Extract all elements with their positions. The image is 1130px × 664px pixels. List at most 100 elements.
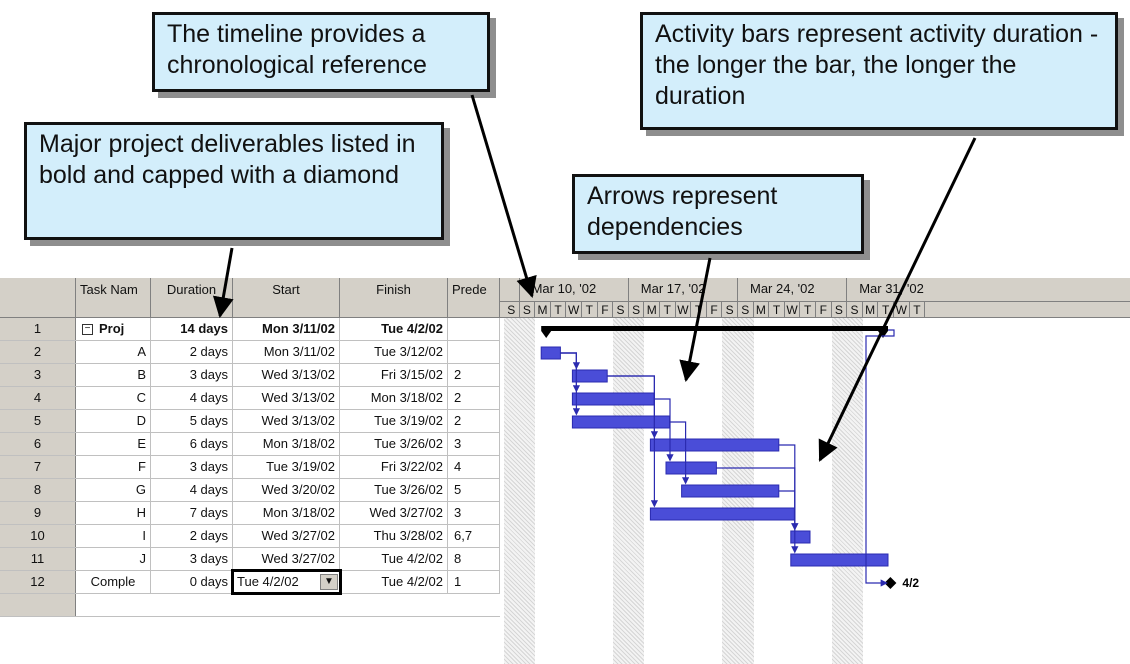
task-bar[interactable]	[540, 346, 561, 360]
task-name-cell[interactable]: C	[76, 387, 151, 409]
finish-cell[interactable]: Thu 3/28/02	[340, 525, 448, 547]
finish-cell[interactable]: Tue 3/12/02	[340, 341, 448, 363]
predecessors-cell[interactable]	[448, 341, 500, 363]
summary-bar[interactable]	[541, 326, 888, 338]
task-bar[interactable]	[571, 415, 671, 429]
task-name-cell[interactable]: G	[76, 479, 151, 501]
finish-cell[interactable]: Fri 3/22/02	[340, 456, 448, 478]
start-cell[interactable]: Wed 3/27/02	[233, 548, 340, 570]
start-cell[interactable]: Wed 3/27/02	[233, 525, 340, 547]
header-finish[interactable]: Finish	[340, 278, 448, 318]
predecessors-cell[interactable]: 6,7	[448, 525, 500, 547]
task-bar[interactable]	[649, 507, 795, 521]
task-bar[interactable]	[790, 553, 889, 567]
chevron-down-icon[interactable]: ▼	[320, 574, 338, 590]
start-cell[interactable]: Wed 3/13/02	[233, 410, 340, 432]
duration-cell[interactable]: 7 days	[151, 502, 233, 524]
duration-cell[interactable]: 6 days	[151, 433, 233, 455]
task-bar[interactable]	[665, 461, 717, 475]
duration-cell[interactable]: 5 days	[151, 410, 233, 432]
row-number: 12	[0, 571, 76, 593]
task-name-cell[interactable]: J	[76, 548, 151, 570]
task-name-cell[interactable]: H	[76, 502, 151, 524]
start-cell[interactable]: Wed 3/13/02	[233, 364, 340, 386]
finish-cell[interactable]: Tue 4/2/02	[340, 318, 448, 340]
header-start[interactable]: Start	[233, 278, 340, 318]
task-bar[interactable]	[571, 392, 655, 406]
finish-cell[interactable]: Tue 4/2/02	[340, 571, 448, 593]
start-date-editor[interactable]: Tue 4/2/02 ▼	[231, 569, 342, 595]
duration-cell[interactable]: 14 days	[151, 318, 233, 340]
finish-cell[interactable]: Tue 4/2/02	[340, 548, 448, 570]
start-cell[interactable]: Wed 3/13/02	[233, 387, 340, 409]
duration-cell[interactable]: 3 days	[151, 548, 233, 570]
task-name-cell[interactable]: −Proj	[76, 318, 151, 340]
task-name-cell[interactable]: B	[76, 364, 151, 386]
duration-cell[interactable]: 0 days	[151, 571, 233, 593]
predecessors-cell[interactable]	[448, 318, 500, 340]
start-cell[interactable]: Mon 3/18/02	[233, 502, 340, 524]
finish-cell[interactable]: Wed 3/27/02	[340, 502, 448, 524]
task-bar[interactable]	[681, 484, 780, 498]
header-predecessors[interactable]: Prede	[448, 278, 500, 318]
finish-cell[interactable]: Tue 3/19/02	[340, 410, 448, 432]
predecessors-cell[interactable]: 2	[448, 364, 500, 386]
task-name-cell[interactable]: E	[76, 433, 151, 455]
row-number: 7	[0, 456, 76, 478]
start-date-value[interactable]: Tue 4/2/02	[237, 574, 299, 589]
predecessors-cell[interactable]: 4	[448, 456, 500, 478]
duration-cell[interactable]: 4 days	[151, 479, 233, 501]
header-duration[interactable]: Duration	[151, 278, 233, 318]
task-bar[interactable]	[571, 369, 608, 383]
predecessors-cell[interactable]: 1	[448, 571, 500, 593]
finish-cell[interactable]: Fri 3/15/02	[340, 364, 448, 386]
row-number: 2	[0, 341, 76, 363]
predecessors-cell[interactable]: 8	[448, 548, 500, 570]
day-label: W	[566, 302, 582, 318]
predecessors-cell[interactable]: 2	[448, 387, 500, 409]
header-task-name[interactable]: Task Nam	[76, 278, 151, 318]
minus-box-icon[interactable]: −	[82, 324, 93, 336]
header-rownum[interactable]	[0, 278, 76, 318]
finish-cell[interactable]: Mon 3/18/02	[340, 387, 448, 409]
predecessors-cell[interactable]: 3	[448, 433, 500, 455]
task-name-cell[interactable]: D	[76, 410, 151, 432]
start-cell[interactable]: Tue 3/19/02	[233, 456, 340, 478]
start-cell[interactable]: Tue 4/2/02 ▼	[231, 569, 342, 595]
task-name-cell[interactable]: A	[76, 341, 151, 363]
task-name-cell[interactable]: I	[76, 525, 151, 547]
row-number: 1	[0, 318, 76, 340]
predecessors-cell[interactable]: 2	[448, 410, 500, 432]
task-name-cell[interactable]: Comple	[76, 571, 151, 593]
finish-cell[interactable]: Tue 3/26/02	[340, 479, 448, 501]
duration-cell[interactable]: 4 days	[151, 387, 233, 409]
duration-cell[interactable]: 3 days	[151, 456, 233, 478]
start-cell[interactable]: Mon 3/18/02	[233, 433, 340, 455]
duration-cell[interactable]: 2 days	[151, 525, 233, 547]
empty-row[interactable]	[0, 594, 500, 617]
gantt-chart: 4/2	[540, 326, 919, 590]
finish-cell[interactable]: Tue 3/26/02	[340, 433, 448, 455]
task-name-cell[interactable]: F	[76, 456, 151, 478]
start-cell[interactable]: Wed 3/20/02	[233, 479, 340, 501]
start-cell[interactable]: Mon 3/11/02	[233, 341, 340, 363]
task-bar[interactable]	[790, 530, 811, 544]
duration-cell[interactable]: 3 days	[151, 364, 233, 386]
predecessors-cell[interactable]: 3	[448, 502, 500, 524]
predecessors-cell[interactable]: 5	[448, 479, 500, 501]
day-label: M	[535, 302, 551, 318]
duration-cell[interactable]: 2 days	[151, 341, 233, 363]
start-cell[interactable]: Mon 3/11/02	[233, 318, 340, 340]
